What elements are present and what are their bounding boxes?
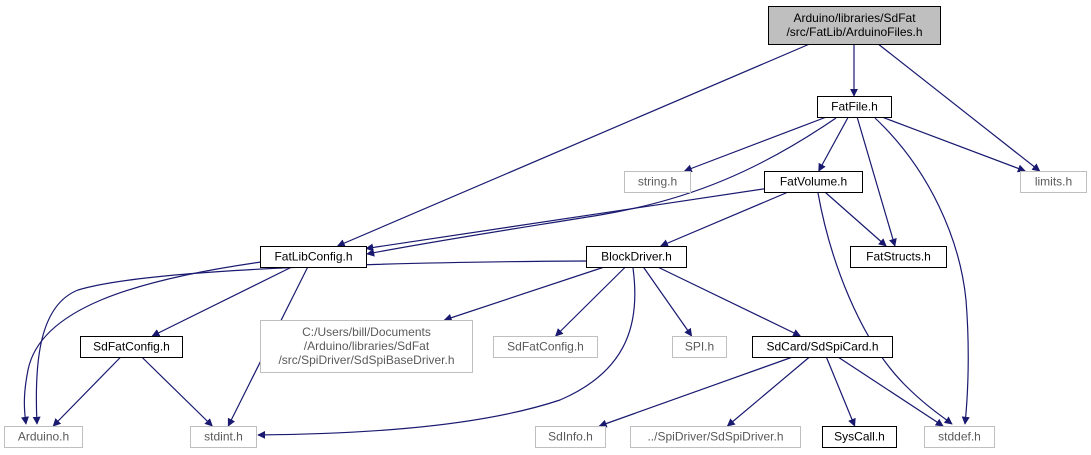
node-sdfatconfig_ext: SdFatConfig.h xyxy=(493,336,598,358)
edge-layer xyxy=(21,43,1041,439)
node-label: ../SpiDriver/SdSpiDriver.h xyxy=(647,430,783,444)
node-box xyxy=(752,336,893,358)
node-box xyxy=(624,171,691,193)
node-arduino: Arduino.h xyxy=(4,426,83,448)
edge-arduinofiles-to-limits xyxy=(877,43,1041,172)
node-label: SPI.h xyxy=(685,340,714,354)
edge-fatfile-to-fatvolume xyxy=(818,116,849,172)
node-label: FatFile.h xyxy=(831,100,878,114)
node-label: stdint.h xyxy=(204,430,243,444)
node-box xyxy=(260,320,473,373)
node-fatvolume[interactable]: FatVolume.h xyxy=(764,171,863,193)
node-label: /src/FatLib/ArduinoFiles.h xyxy=(786,25,922,39)
node-fatlibconfig[interactable]: FatLibConfig.h xyxy=(260,246,367,268)
node-label: C:/Users/bill/Documents xyxy=(302,325,431,339)
edge-fatfile-to-fatstructs xyxy=(856,116,897,247)
node-box xyxy=(822,426,897,448)
node-label: SdCard/SdSpiCard.h xyxy=(766,340,878,354)
node-label: FatStructs.h xyxy=(866,250,931,264)
node-box xyxy=(535,426,606,448)
node-label: FatLibConfig.h xyxy=(274,250,352,264)
node-sdspibasedriver: C:/Users/bill/Documents/Arduino/librarie… xyxy=(260,320,473,373)
node-box xyxy=(630,426,801,448)
node-label: BlockDriver.h xyxy=(601,250,672,264)
edge-blockdriver-to-sdfatconfig_ext xyxy=(555,266,626,337)
node-box xyxy=(817,96,892,118)
node-box xyxy=(850,246,947,268)
edge-blockdriver-to-sdspibasedriver xyxy=(443,266,605,322)
node-label: /src/SpiDriver/SdSpiBaseDriver.h xyxy=(278,353,454,367)
node-string: string.h xyxy=(624,171,691,193)
edge-fatfile-to-stddef xyxy=(874,117,970,425)
node-sdspidriver: ../SpiDriver/SdSpiDriver.h xyxy=(630,426,801,448)
node-box xyxy=(586,246,687,268)
edge-blockdriver-to-arduino xyxy=(32,260,587,425)
node-label: SdFatConfig.h xyxy=(93,340,170,354)
node-layer: Arduino/libraries/SdFat/src/FatLib/Ardui… xyxy=(4,6,1087,448)
node-sdinfo: SdInfo.h xyxy=(535,426,606,448)
edge-fatfile-to-fatlibconfig xyxy=(366,117,837,257)
node-stddef: stddef.h xyxy=(924,426,995,448)
node-fatstructs[interactable]: FatStructs.h xyxy=(850,246,947,268)
node-label: SdFatConfig.h xyxy=(507,340,584,354)
node-label: FatVolume.h xyxy=(780,175,847,189)
edge-fatvolume-to-fatstructs xyxy=(824,191,887,247)
node-spi: SPI.h xyxy=(672,336,727,358)
edge-arduinofiles-to-fatlibconfig xyxy=(336,43,810,247)
node-box xyxy=(924,426,995,448)
edge-fatlibconfig-to-arduino xyxy=(21,260,269,425)
node-sdfatconfig[interactable]: SdFatConfig.h xyxy=(80,336,183,358)
node-box xyxy=(493,336,598,358)
edge-blockdriver-to-sdspicard xyxy=(657,266,802,337)
node-box xyxy=(260,246,367,268)
node-box xyxy=(672,336,727,358)
node-limits: limits.h xyxy=(1020,171,1087,193)
node-box xyxy=(80,336,183,358)
node-fatfile[interactable]: FatFile.h xyxy=(817,96,892,118)
node-label: Arduino.h xyxy=(18,430,69,444)
edge-sdspicard-to-stddef xyxy=(837,356,944,427)
edge-sdfatconfig-to-stdint xyxy=(141,356,213,427)
node-label: SysCall.h xyxy=(834,430,885,444)
edge-fatfile-to-limits xyxy=(881,116,1026,173)
node-arduinofiles[interactable]: Arduino/libraries/SdFat/src/FatLib/Ardui… xyxy=(768,6,941,45)
edge-fatfile-to-string xyxy=(683,116,827,173)
node-syscall[interactable]: SysCall.h xyxy=(822,426,897,448)
node-box xyxy=(764,171,863,193)
node-box xyxy=(190,426,257,448)
node-stdint: stdint.h xyxy=(190,426,257,448)
node-box xyxy=(4,426,83,448)
edge-fatvolume-to-stddef xyxy=(817,192,953,425)
edge-blockdriver-to-stdint xyxy=(257,267,636,439)
node-box xyxy=(1020,171,1087,193)
node-label: stddef.h xyxy=(938,430,981,444)
edge-sdspicard-to-sdspidriver xyxy=(726,356,810,427)
node-label: SdInfo.h xyxy=(548,430,593,444)
node-label: string.h xyxy=(638,175,677,189)
node-blockdriver[interactable]: BlockDriver.h xyxy=(586,246,687,268)
node-sdspicard[interactable]: SdCard/SdSpiCard.h xyxy=(752,336,893,358)
edge-fatvolume-to-fatlibconfig xyxy=(365,188,765,252)
node-label: Arduino/libraries/SdFat xyxy=(793,11,916,25)
edge-fatvolume-to-blockdriver xyxy=(660,191,789,247)
node-label: /Arduino/libraries/SdFat xyxy=(304,339,430,353)
edge-sdfatconfig-to-arduino xyxy=(52,356,122,427)
node-label: limits.h xyxy=(1035,175,1072,189)
edge-blockdriver-to-spi xyxy=(642,266,693,337)
edge-fatlibconfig-to-sdfatconfig xyxy=(151,266,293,337)
node-box xyxy=(768,6,941,45)
edge-sdspicard-to-sdinfo xyxy=(598,356,793,428)
edge-sdspicard-to-syscall xyxy=(825,356,856,427)
